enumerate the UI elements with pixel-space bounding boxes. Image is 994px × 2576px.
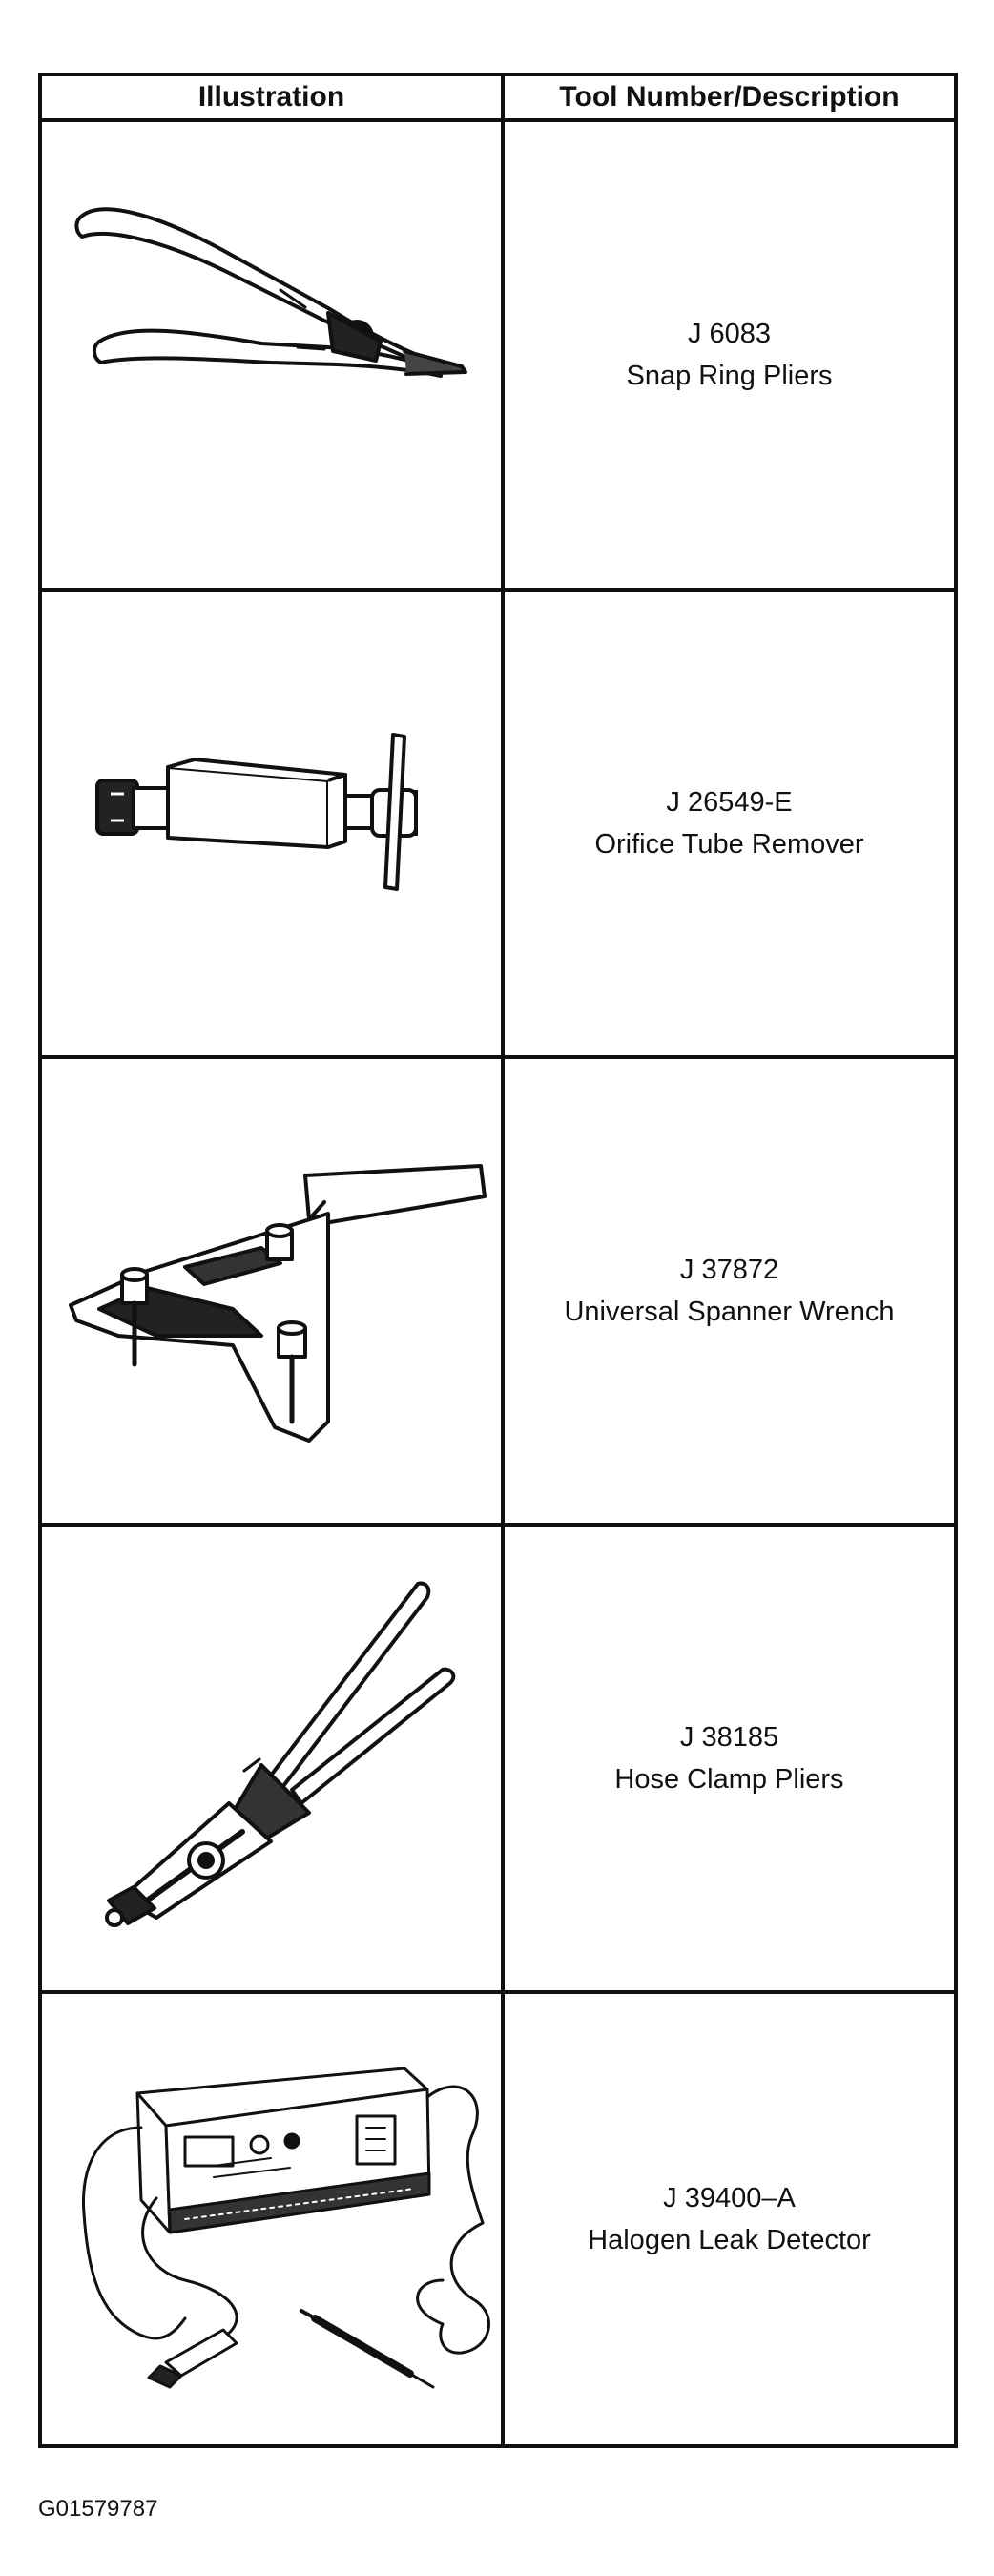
tool-number: J 39400–A	[663, 2183, 796, 2213]
description-cell: J 39400–A Halogen Leak Detector	[505, 1994, 954, 2444]
description-cell: J 38185 Hose Clamp Pliers	[505, 1527, 954, 1990]
illustration-cell	[42, 1527, 501, 1990]
tool-number: J 37872	[679, 1255, 779, 1285]
table-row: J 6083 Snap Ring Pliers	[42, 122, 954, 592]
tool-description: Snap Ring Pliers	[626, 361, 833, 391]
tool-number: J 6083	[687, 319, 772, 349]
tool-description: Orifice Tube Remover	[594, 829, 864, 860]
header-tool-description: Tool Number/Description	[559, 81, 900, 113]
table-row: J 38185 Hose Clamp Pliers	[42, 1527, 954, 1994]
halogen-leak-detector-icon	[82, 2067, 491, 2389]
table-header-row: Illustration Tool Number/Description	[42, 76, 954, 122]
tool-number: J 38185	[679, 1722, 779, 1753]
figure-id: G01579787	[38, 2496, 158, 2522]
illustration-cell	[42, 122, 501, 588]
hose-clamp-pliers-icon	[105, 1581, 456, 1927]
snap-ring-pliers-icon	[74, 207, 467, 378]
tool-description: Hose Clamp Pliers	[614, 1764, 844, 1795]
tool-description: Halogen Leak Detector	[588, 2225, 871, 2255]
column-divider	[501, 76, 505, 2444]
description-cell: J 37872 Universal Spanner Wrench	[505, 1059, 954, 1523]
illustration-cell	[42, 1059, 501, 1523]
tool-table: Illustration Tool Number/Description	[38, 73, 958, 2448]
spanner-wrench-icon	[69, 1164, 487, 1443]
table-row: J 26549-E Orifice Tube Remover	[42, 592, 954, 1059]
description-cell: J 26549-E Orifice Tube Remover	[505, 592, 954, 1055]
description-cell: J 6083 Snap Ring Pliers	[505, 122, 954, 588]
illustration-cell	[42, 1994, 501, 2444]
illustration-cell	[42, 592, 501, 1055]
tool-description: Universal Spanner Wrench	[564, 1297, 895, 1327]
header-illustration: Illustration	[197, 81, 345, 113]
table-row: J 37872 Universal Spanner Wrench	[42, 1059, 954, 1527]
orifice-tube-remover-icon	[95, 733, 418, 891]
tool-number: J 26549-E	[666, 787, 793, 818]
table-row: J 39400–A Halogen Leak Detector	[42, 1994, 954, 2444]
